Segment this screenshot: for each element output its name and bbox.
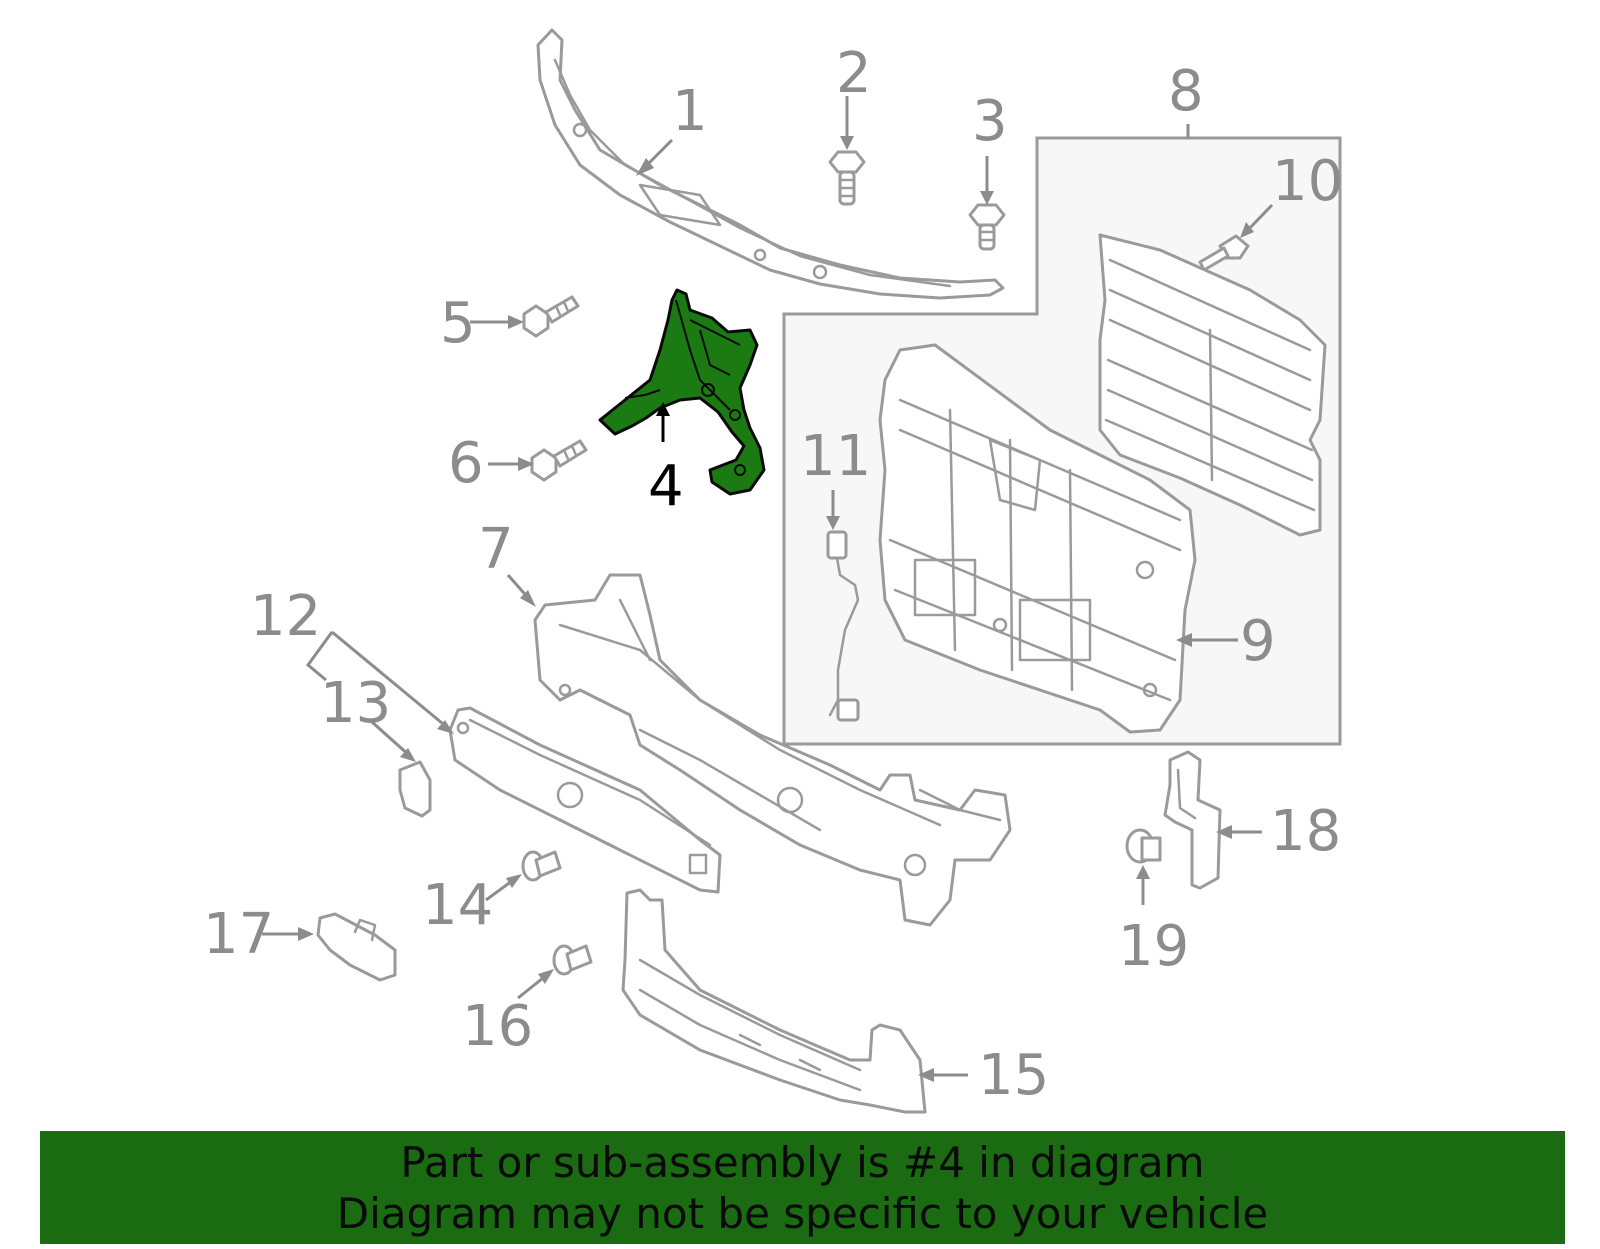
leader-13	[370, 720, 412, 758]
part-3-bolt	[968, 203, 1006, 251]
part-6-bolt	[530, 439, 588, 482]
arrow-18	[1216, 825, 1232, 839]
part-18-side-bracket	[1163, 750, 1222, 890]
arrow-1	[636, 158, 654, 176]
callout-14: 14	[422, 873, 493, 938]
callout-1: 1	[672, 79, 708, 144]
part-9-shutter-assembly	[878, 343, 1197, 734]
info-banner: Part or sub-assembly is #4 in diagram Di…	[40, 1131, 1565, 1244]
part-2-bolt	[828, 150, 866, 206]
banner-line-1: Part or sub-assembly is #4 in diagram	[400, 1137, 1205, 1187]
callout-19: 19	[1118, 914, 1189, 979]
arrow-3	[980, 191, 994, 205]
callout-4: 4	[648, 454, 684, 519]
arrow-12	[437, 720, 454, 734]
part-12-absorber	[448, 706, 722, 894]
callout-6: 6	[448, 431, 484, 496]
part-15-lower-support	[621, 888, 927, 1114]
arrow-5	[508, 315, 524, 329]
arrow-16	[538, 969, 554, 984]
arrow-11	[826, 516, 840, 530]
callout-5: 5	[440, 291, 476, 356]
arrow-17	[298, 927, 314, 941]
part-14-pushpin	[521, 850, 562, 882]
part-17-sensor	[316, 912, 397, 982]
banner-line-2: Diagram may not be specific to your vehi…	[336, 1188, 1269, 1238]
callout-10: 10	[1272, 149, 1343, 214]
leader-12	[331, 630, 449, 730]
part-5-bolt	[522, 295, 580, 338]
arrow-2	[840, 136, 854, 150]
arrow-14	[506, 874, 522, 888]
arrow-7	[520, 590, 536, 607]
arrow-15	[918, 1068, 934, 1082]
callout-18: 18	[1270, 799, 1341, 864]
parts-diagram: 1 2 3 4 5 6 7 8 9 10 11 12 13 14 15 16 1…	[203, 28, 1343, 1114]
callout-7: 7	[478, 517, 514, 582]
part-19-pushpin	[1125, 828, 1162, 864]
part-16-pushpin	[552, 944, 593, 976]
part-7-reinforcement	[533, 573, 1012, 927]
arrow-4	[656, 402, 670, 416]
arrow-9	[1176, 633, 1192, 647]
callout-13: 13	[320, 671, 391, 736]
callout-11: 11	[800, 424, 871, 489]
callout-8: 8	[1168, 59, 1204, 124]
arrow-19	[1136, 865, 1150, 879]
part-13-clip	[398, 760, 432, 818]
callout-16: 16	[462, 994, 533, 1059]
callout-2: 2	[836, 41, 872, 106]
callout-9: 9	[1240, 609, 1276, 674]
callout-17: 17	[203, 902, 274, 967]
part-shutter-panel	[1098, 233, 1327, 537]
bracket-12-13	[305, 631, 334, 682]
arrow-6	[518, 457, 534, 471]
callout-15: 15	[978, 1043, 1049, 1108]
arrow-13	[400, 748, 416, 762]
part-11-harness	[826, 530, 860, 722]
callout-12: 12	[250, 584, 321, 649]
arrow-10	[1240, 222, 1254, 238]
part-4-bracket-highlighted	[598, 288, 766, 496]
part-1-upper-tie-bar	[536, 28, 1005, 300]
callout-3: 3	[972, 89, 1008, 154]
